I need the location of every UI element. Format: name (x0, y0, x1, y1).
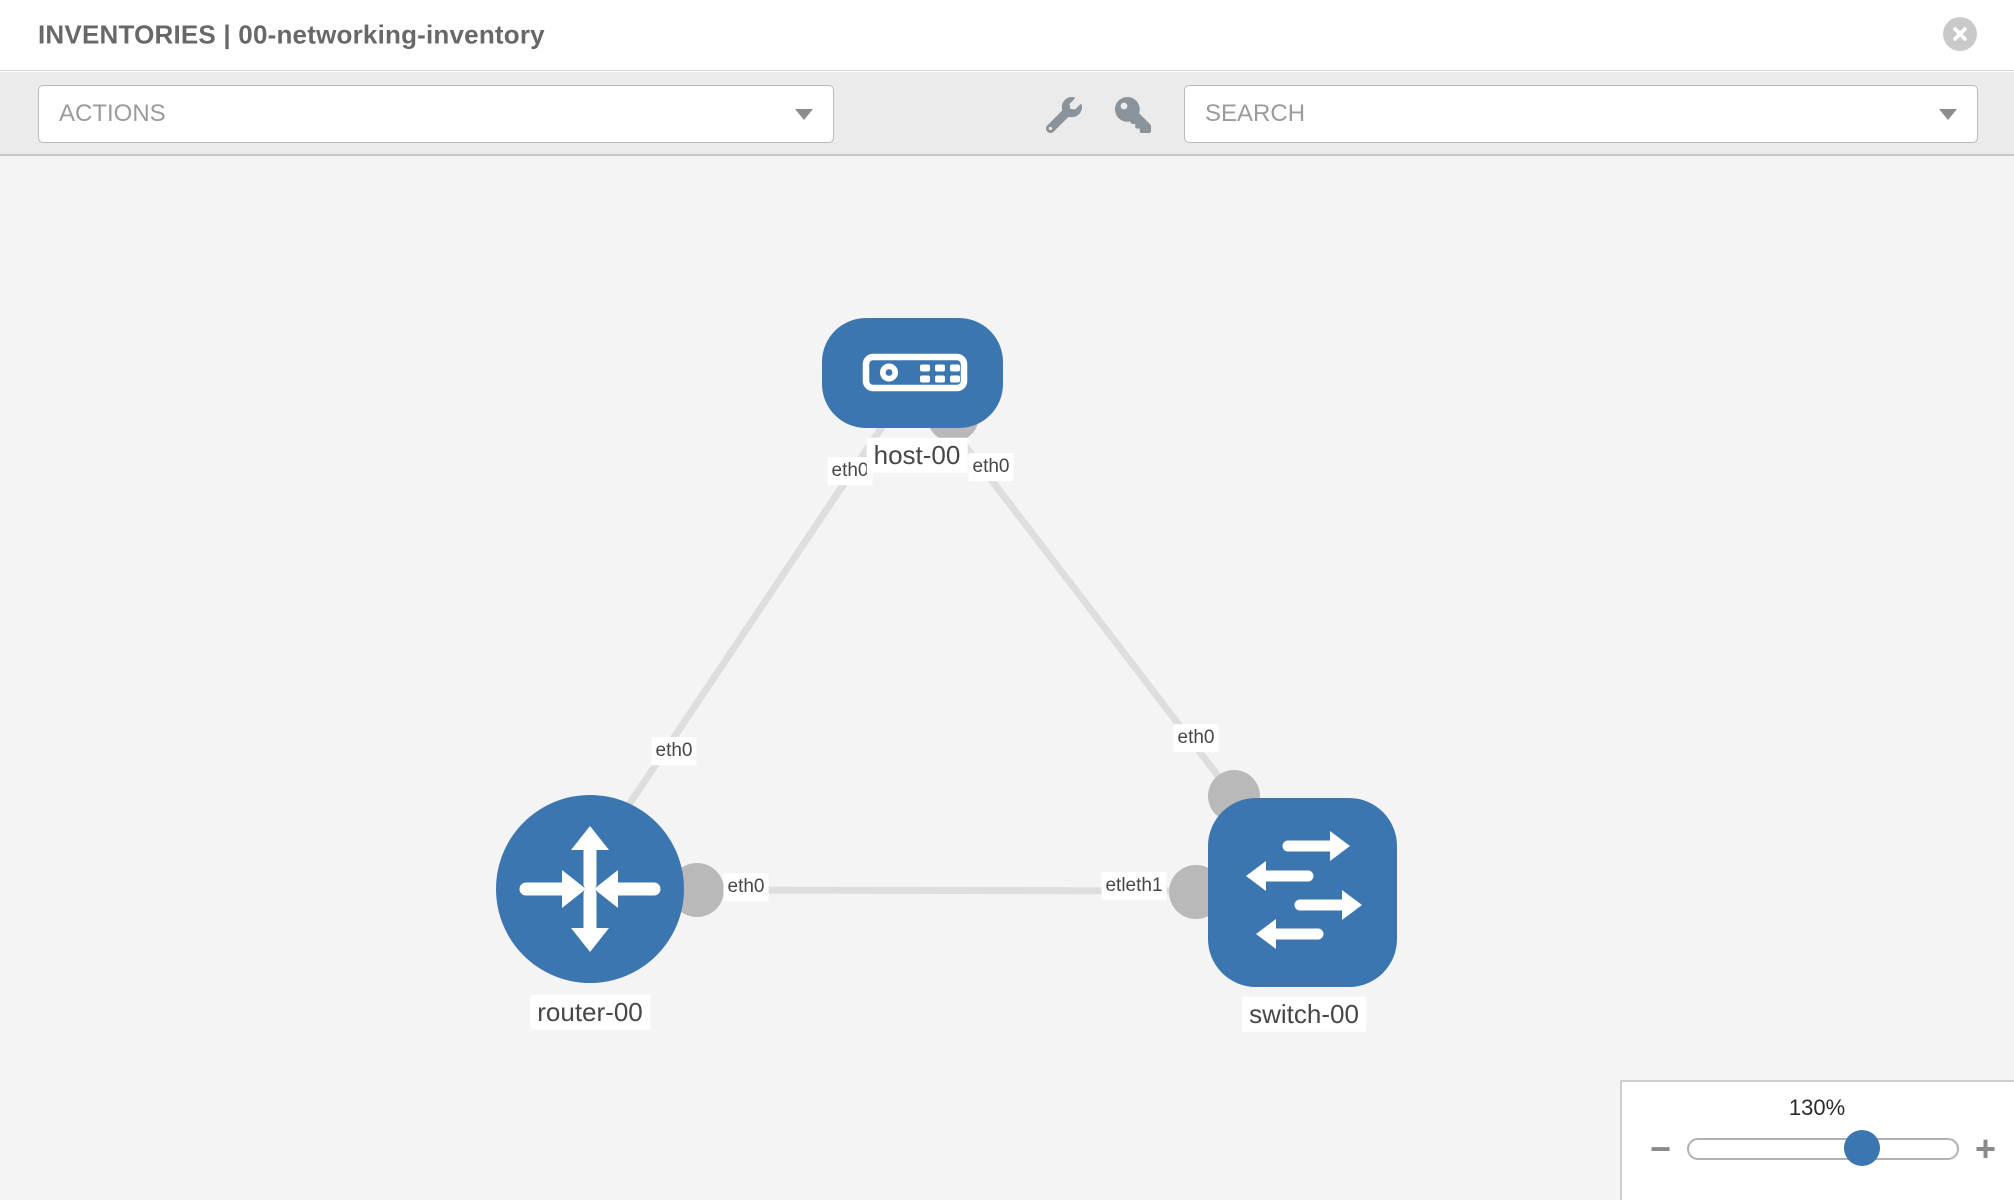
panel-header: INVENTORIES | 00-networking-inventory (0, 0, 2014, 71)
node-name-label: router-00 (530, 994, 650, 1030)
wrench-icon (1045, 97, 1082, 134)
interface-label: eth0 (1173, 724, 1219, 752)
interface-dot[interactable] (670, 863, 724, 917)
interface-label: eth0 (651, 737, 697, 765)
actions-dropdown-label: ACTIONS (59, 100, 166, 127)
close-button[interactable] (1943, 17, 1977, 51)
topology-svg (496, 318, 1397, 987)
switch-icon (1246, 831, 1362, 949)
toolbar: ACTIONS SEARCH (0, 72, 2014, 156)
search-dropdown[interactable]: SEARCH (1184, 85, 1978, 143)
close-icon (1953, 27, 1967, 41)
zoom-slider[interactable] (1687, 1130, 1960, 1166)
chevron-down-icon (795, 108, 813, 120)
zoom-in-button[interactable]: + (1975, 1128, 1997, 1169)
node-name-label: switch-00 (1242, 996, 1366, 1032)
host-icon (862, 353, 968, 392)
interface-label: eth0 (723, 873, 769, 901)
actions-dropdown[interactable]: ACTIONS (38, 85, 834, 143)
interface-label: eth0 (968, 453, 1014, 481)
node-router-00[interactable] (496, 795, 684, 983)
configure-button[interactable] (1045, 97, 1082, 136)
key-icon (1115, 97, 1151, 133)
zoom-panel: 130% − + (1620, 1080, 2014, 1200)
credentials-button[interactable] (1115, 97, 1151, 136)
zoom-level: 130% (1788, 1095, 1846, 1120)
node-host-00[interactable] (822, 318, 1003, 428)
chevron-down-icon (1939, 108, 1957, 120)
zoom-slider-thumb[interactable] (1844, 1130, 1881, 1166)
interface-label: eth0 (827, 457, 873, 485)
page-title: INVENTORIES | 00-networking-inventory (38, 19, 545, 50)
interface-label: etleth1 (1101, 872, 1167, 900)
router-icon (519, 826, 661, 952)
topology-canvas[interactable]: eth0 eth0 eth0 eth0 eth0 etleth1 host-00 router… (0, 156, 2014, 1200)
search-dropdown-label: SEARCH (1205, 100, 1306, 127)
node-switch-00[interactable] (1208, 798, 1397, 987)
zoom-out-button[interactable]: − (1650, 1128, 1672, 1169)
node-name-label: host-00 (866, 437, 968, 473)
